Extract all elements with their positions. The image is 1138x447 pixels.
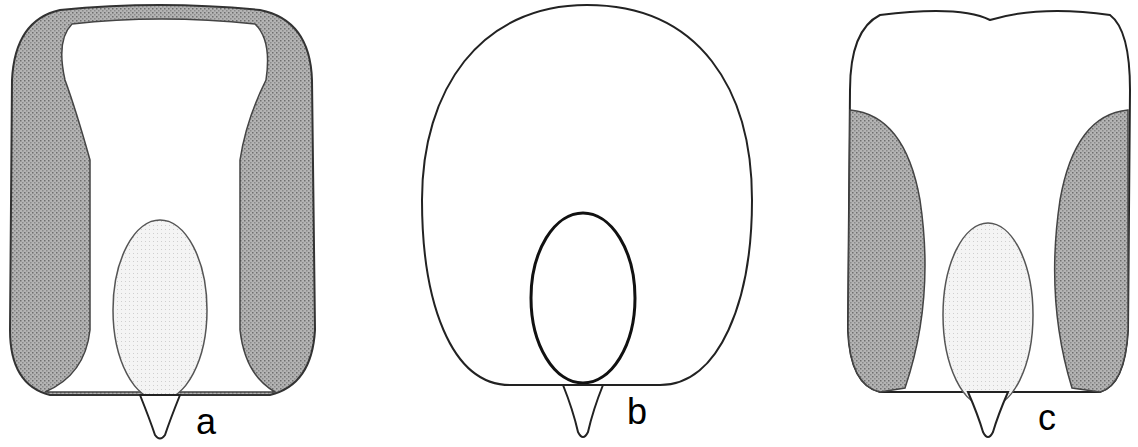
figure-label: a	[196, 404, 216, 440]
kernel-b	[422, 5, 752, 437]
kernel-a	[10, 5, 315, 439]
figure-label: b	[627, 394, 647, 430]
kernel-c	[848, 11, 1130, 437]
figure-label: c	[1038, 400, 1056, 436]
